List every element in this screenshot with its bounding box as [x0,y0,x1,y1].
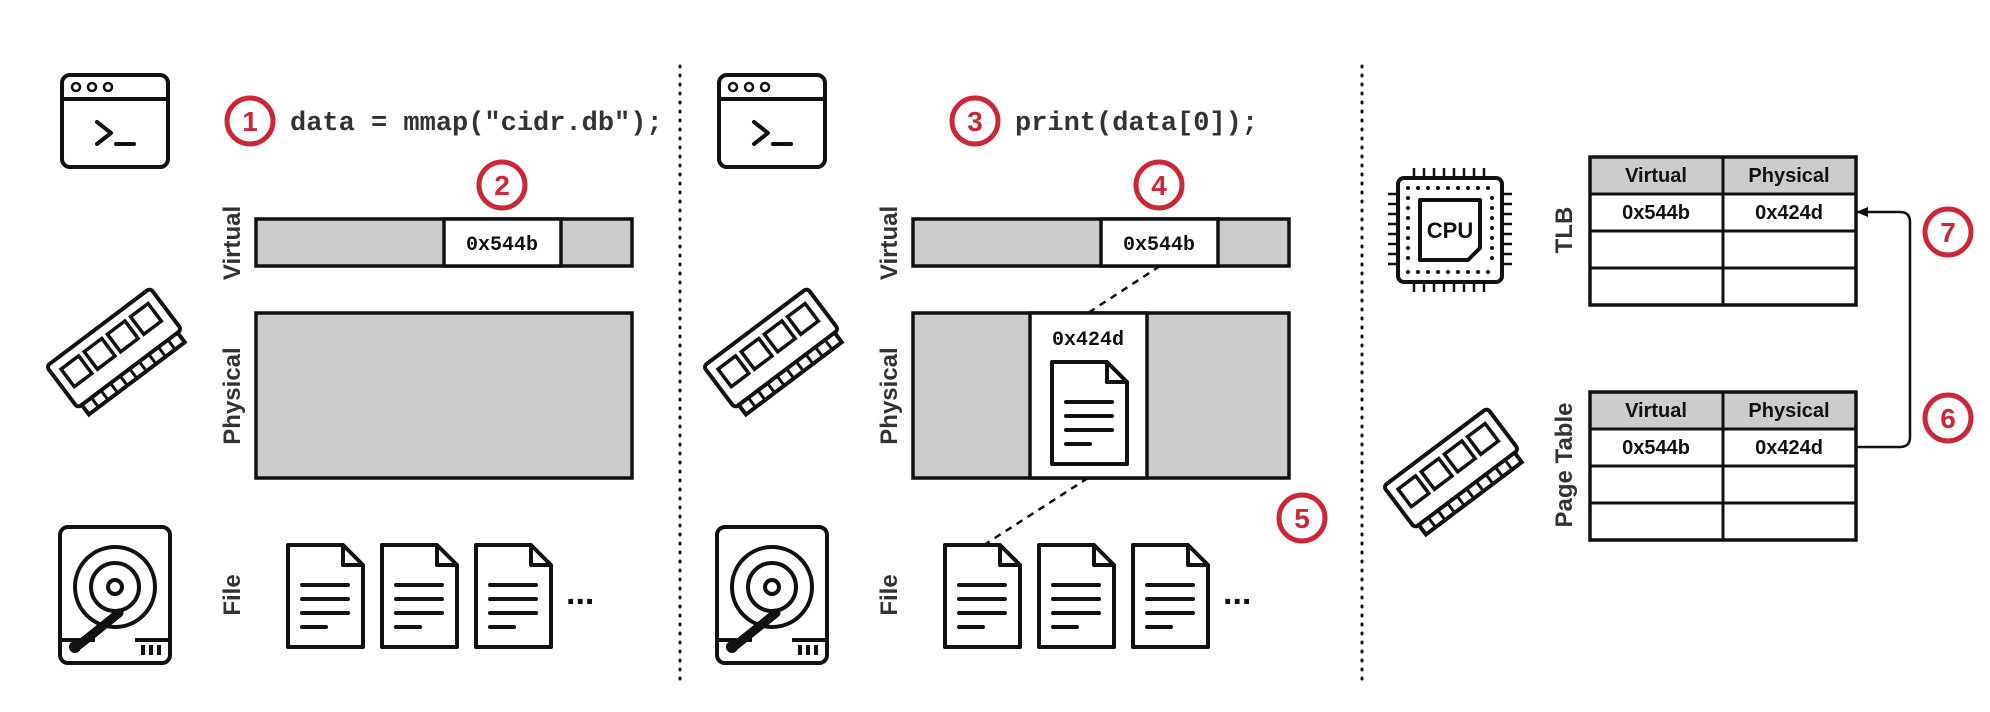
hard-drive-icon [58,525,172,665]
svg-text:5: 5 [1294,503,1310,534]
page-table-header-virtual: Virtual [1625,400,1687,422]
terminal-icon [60,73,170,169]
virtual-address: 0x544b [1123,234,1195,257]
svg-text:4: 4 [1151,170,1167,201]
step-5-badge: 5 [1276,492,1328,544]
step-4-badge: 4 [1133,159,1185,211]
physical-label: Physical [876,347,903,444]
file-icon [380,543,459,649]
step-7-badge: 7 [1922,206,1974,258]
svg-text:2: 2 [494,170,510,201]
physical-memory [254,311,634,480]
file-label: File [219,574,246,615]
tlb-cell: 0x424d [1755,202,1823,224]
tlb-cell: 0x544b [1622,202,1690,224]
panel-print: 3 print(data[0]); 4 Virtual 0x544b [703,73,1328,665]
page-table-to-tlb-arrow [1856,207,1912,449]
page-table-header-physical: Physical [1748,400,1829,422]
step-2-badge: 2 [476,159,528,211]
file-to-physical-mapping [983,476,1089,547]
panel-mmap: 1 data = mmap("cidr.db"); 2 Virtual 0x54… [46,73,663,665]
file-icon [1050,360,1129,466]
step-3-badge: 3 [949,95,1001,147]
cpu-label: CPU [1427,218,1473,243]
page-table: Virtual Physical 0x544b 0x424d [1588,390,1858,542]
file-icon [943,543,1022,649]
virtual-to-physical-mapping [1087,264,1161,315]
tlb-header-physical: Physical [1748,165,1829,187]
file-icon [474,543,553,649]
ram-icon [46,287,188,418]
page-table-cell: 0x544b [1622,437,1690,459]
page-table-cell: 0x424d [1755,437,1823,459]
svg-text:1: 1 [242,106,258,137]
physical-address: 0x424d [1052,329,1124,352]
panel-translation: CPU TLB Virtual Physical 0x544b 0x424d [1383,155,1974,542]
virtual-address: 0x544b [466,234,538,257]
svg-text:3: 3 [967,106,983,137]
virtual-label: Virtual [219,206,246,280]
tlb-header-virtual: Virtual [1625,165,1687,187]
page-table-label: Page Table [1551,403,1578,528]
file-icon [1037,543,1116,649]
file-icon [286,543,365,649]
virtual-label: Virtual [876,206,903,280]
print-code: print(data[0]); [1015,109,1258,139]
tlb-table: Virtual Physical 0x544b 0x424d [1588,155,1858,307]
virtual-page [442,217,563,268]
hard-drive-icon [715,525,829,665]
virtual-page [1099,217,1220,268]
svg-text:6: 6 [1940,403,1956,434]
cpu-icon: CPU [1388,168,1512,292]
mmap-code: data = mmap("cidr.db"); [290,109,663,139]
ram-icon [703,287,845,418]
physical-label: Physical [219,347,246,444]
file-icon [1131,543,1210,649]
more-files-ellipsis: ... [1223,574,1251,612]
more-files-ellipsis: ... [566,574,594,612]
svg-text:7: 7 [1940,217,1956,248]
ram-icon [1383,407,1525,538]
step-6-badge: 6 [1922,392,1974,444]
file-label: File [876,574,903,615]
step-1-badge: 1 [224,95,276,147]
terminal-icon [717,73,827,169]
tlb-label: TLB [1551,207,1578,254]
